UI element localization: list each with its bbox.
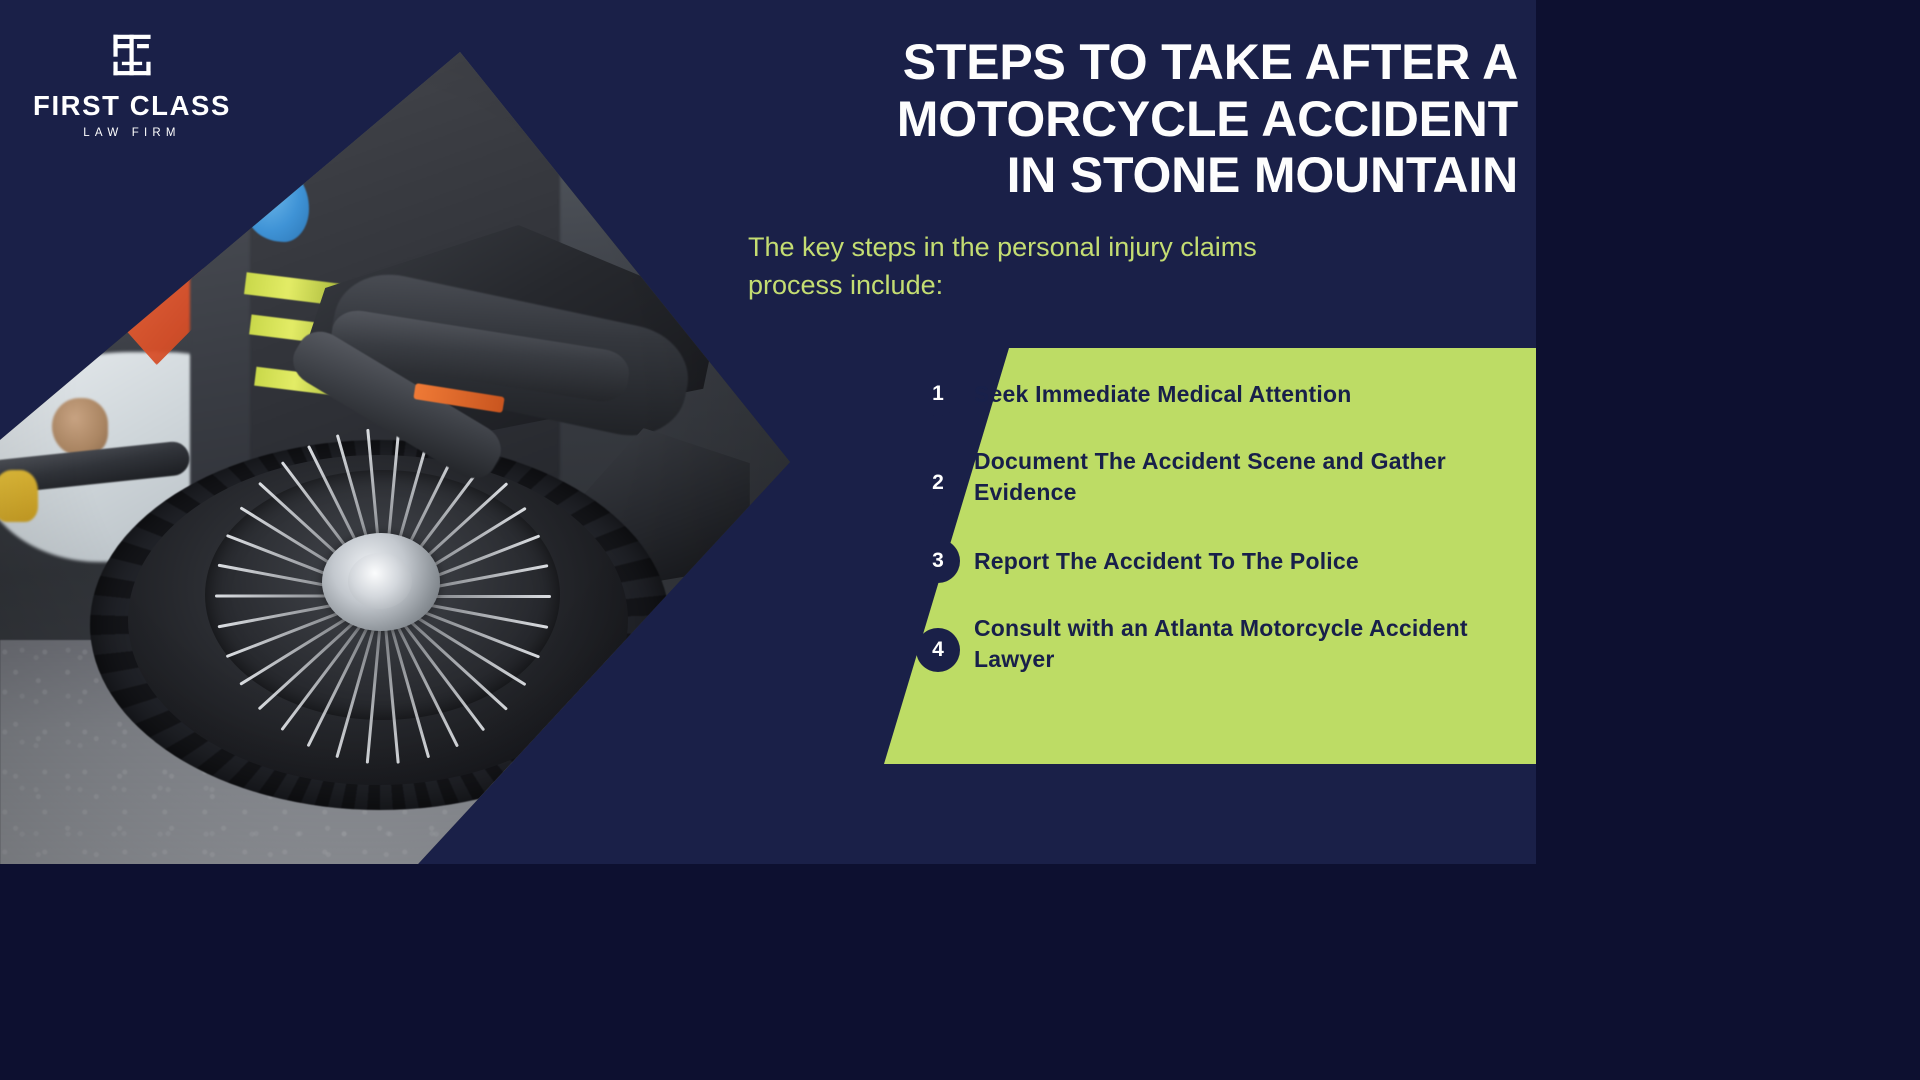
logo-tagline: LAW FIRM [83,126,181,139]
steps-panel [884,348,1536,764]
photo-spoke [382,595,551,598]
first-class-monogram-icon [113,34,151,76]
step-label: Consult with an Atlanta Motorcycle Accid… [974,614,1468,672]
title-line-2: MOTORCYCLE ACCIDENT [896,90,1518,147]
photo-bare-foot [52,398,108,456]
title-line-3: IN STONE MOUNTAIN [1006,147,1519,203]
logo-firm-name: FIRST CLASS [33,90,231,121]
photo-wheel-hub-center [348,553,412,609]
photo-wheel-spokes [205,428,560,764]
step-item: 1 Seek Immediate Medical Attention [916,372,1516,416]
step-label: Document The Accident Scene and Gather E… [974,448,1446,506]
step-label: Seek Immediate Medical Attention [974,381,1352,407]
step-item: 4 Consult with an Atlanta Motorcycle Acc… [916,613,1516,676]
step-item: 3 Report The Accident To The Police [916,538,1516,583]
brand-logo: FIRST CLASS LAW FIRM [22,28,242,139]
infographic-canvas: FIRST CLASS LAW FIRM STEPS TO TAKE AFTER… [0,0,1536,864]
step-number-badge: 2 [916,461,960,505]
step-number-badge: 3 [916,538,960,583]
step-number-badge: 1 [916,372,960,416]
subtitle-line-2: process include: [748,270,944,301]
page-subtitle: The key steps in the personal injury cla… [748,228,1348,305]
steps-list: 1 Seek Immediate Medical Attention 2 Doc… [916,372,1516,675]
step-item: 2 Document The Accident Scene and Gather… [916,446,1516,509]
step-number-badge: 4 [916,627,960,672]
page-title: STEPS TO TAKE AFTER A MOTORCYCLE ACCIDEN… [748,34,1518,204]
subtitle-line-1: The key steps in the personal injury cla… [748,232,1257,262]
step-label: Report The Accident To The Police [974,547,1359,574]
title-line-1: STEPS TO TAKE AFTER A [902,34,1518,90]
photo-yellow-object [0,470,38,522]
